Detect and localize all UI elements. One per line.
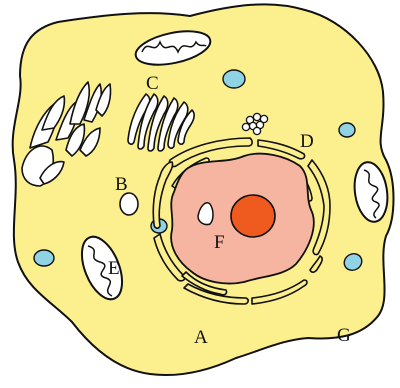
vacuole bbox=[339, 123, 355, 137]
vesicle-b bbox=[120, 193, 138, 215]
label-a: A bbox=[194, 327, 208, 348]
vacuole bbox=[34, 250, 54, 266]
label-d: D bbox=[300, 131, 314, 152]
nucleolus bbox=[231, 195, 275, 237]
label-f: F bbox=[214, 232, 225, 253]
label-b: B bbox=[115, 174, 128, 195]
label-c: C bbox=[146, 73, 159, 94]
vacuole bbox=[223, 70, 245, 88]
label-g: G bbox=[337, 325, 351, 346]
label-e: E bbox=[108, 258, 120, 279]
